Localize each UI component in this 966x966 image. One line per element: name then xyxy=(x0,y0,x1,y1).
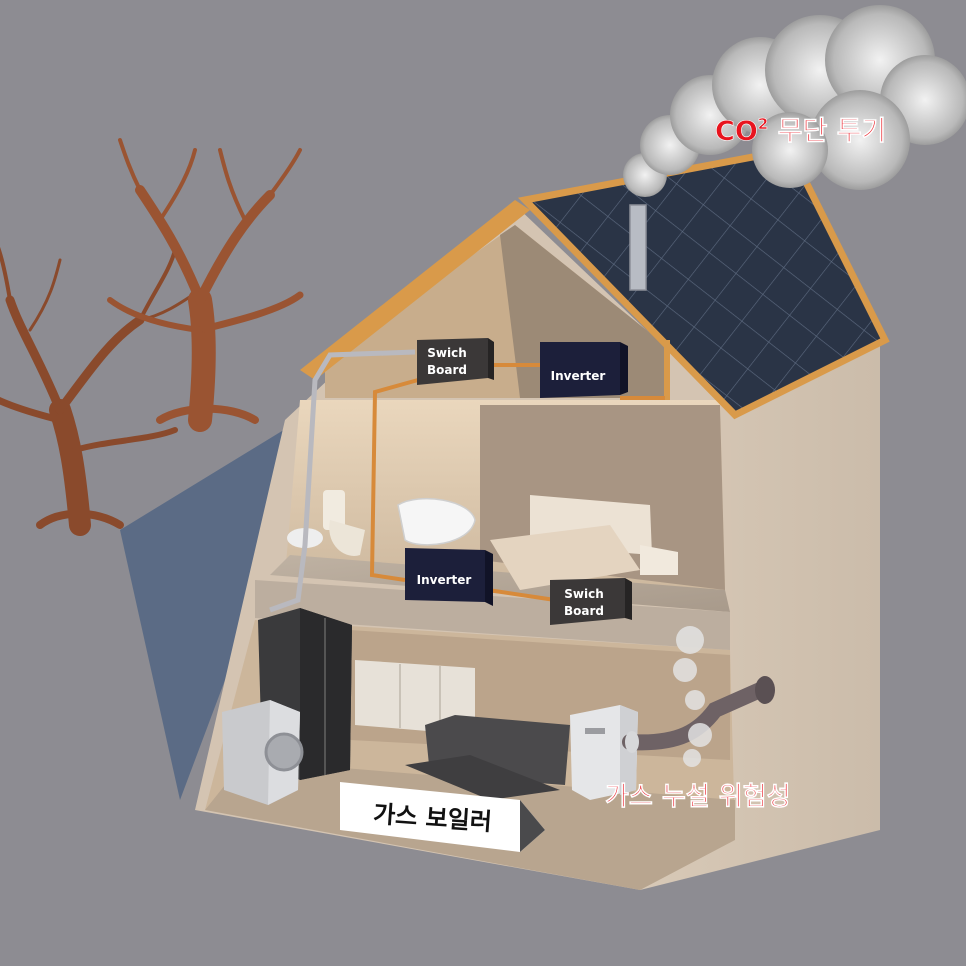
kitchen-counter-icon xyxy=(355,660,475,735)
dead-tree-icon xyxy=(0,246,202,536)
switch-board-bottom-label-2: Board xyxy=(564,604,604,618)
wiring xyxy=(369,363,665,602)
inverter-top-label: Inverter xyxy=(551,369,606,383)
toilet-icon xyxy=(323,490,365,556)
smoke-cloud-icon xyxy=(673,626,712,767)
attic-edge-trim xyxy=(664,340,670,400)
co2-warning-text: CO2 무단 투기 xyxy=(715,115,886,147)
inverter-bottom: Inverter xyxy=(405,548,493,606)
co2-superscript: 2 xyxy=(758,115,768,133)
bathtub-icon xyxy=(397,497,476,546)
smoke-cloud-icon xyxy=(623,5,966,197)
water-pipe xyxy=(269,349,416,613)
floor-slab xyxy=(255,580,730,650)
house-shadow xyxy=(120,420,300,800)
switch-board-top: Swich Board xyxy=(417,338,494,385)
switch-board-top-label-1: Swich xyxy=(427,346,467,360)
sofa-icon xyxy=(405,715,570,800)
inverter-bottom-label: Inverter xyxy=(417,573,472,587)
switch-board-bottom: Swich Board xyxy=(550,578,632,625)
chimney-icon xyxy=(629,204,647,291)
washing-machine-icon xyxy=(222,700,304,805)
switch-board-top-label-2: Board xyxy=(427,363,467,377)
co2-prefix: CO xyxy=(715,116,758,147)
dead-tree-icon xyxy=(107,138,304,432)
gas-leak-warning-text: 가스 누설 위험성 xyxy=(605,782,791,812)
co2-suffix: 무단 투기 xyxy=(768,116,886,147)
roof-trim xyxy=(300,200,530,380)
gas-boiler-banner: 가스 보일러 xyxy=(340,782,545,852)
bed-icon xyxy=(490,495,678,590)
inverter-top: Inverter xyxy=(540,342,628,398)
switch-board-bottom-label-1: Swich xyxy=(564,587,604,601)
gas-boiler-icon xyxy=(570,705,638,800)
